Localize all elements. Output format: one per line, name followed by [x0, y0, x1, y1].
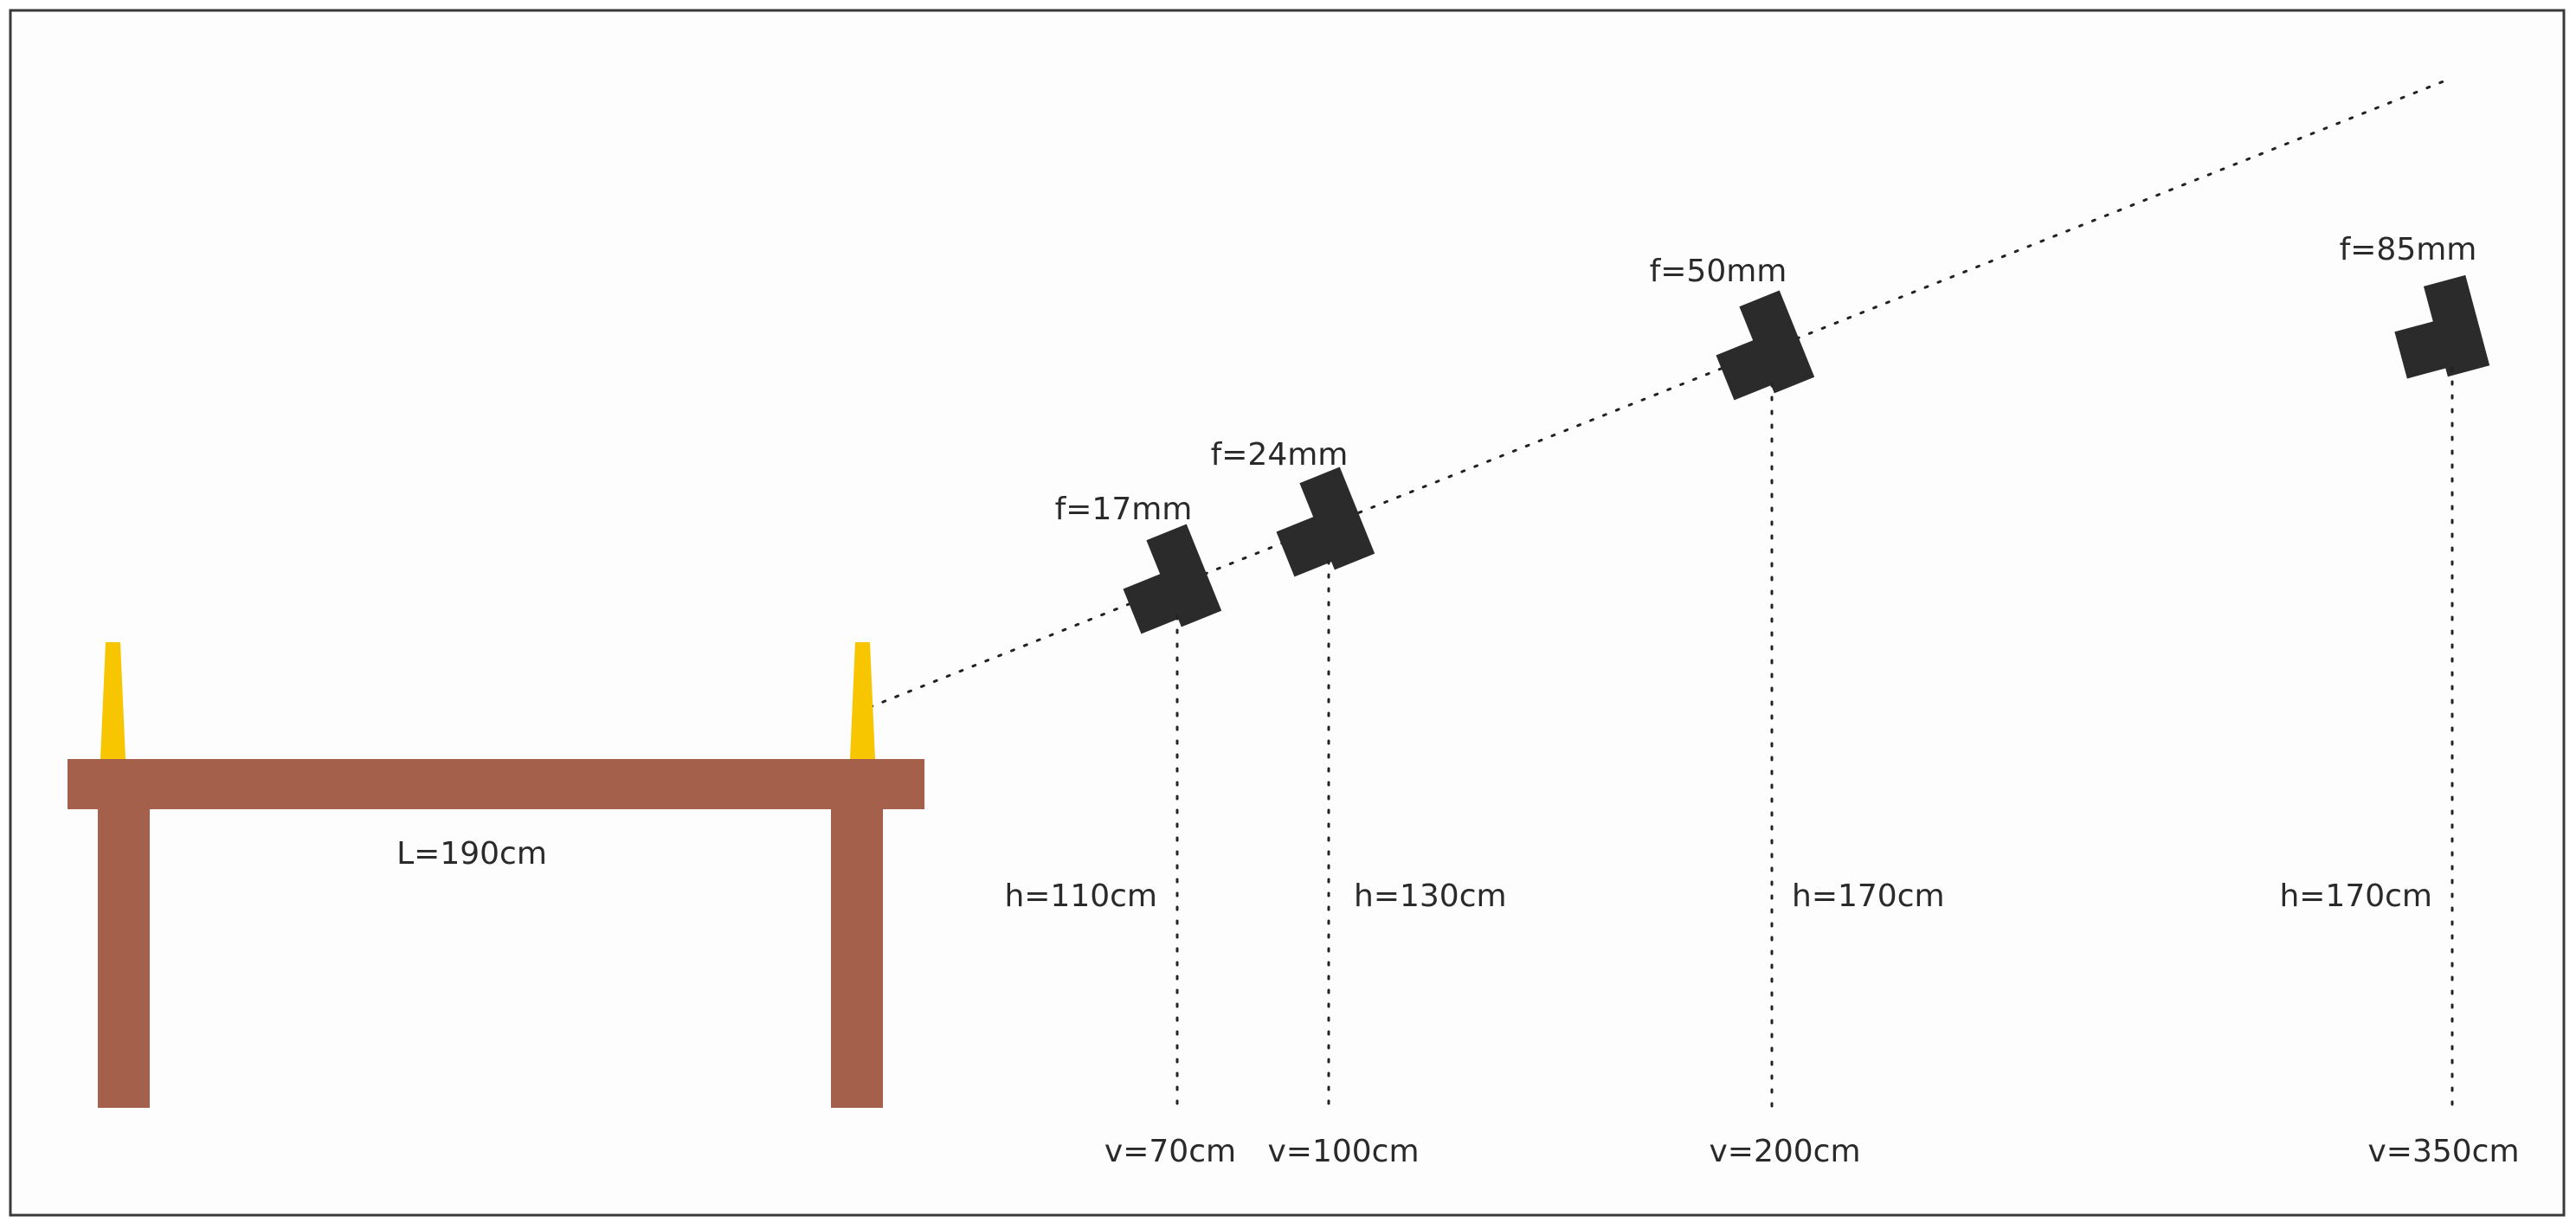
candle-icon: [850, 642, 875, 759]
camera-2-focal-label: f=24mm: [1211, 437, 1349, 473]
camera-2-distance-label: v=100cm: [1267, 1134, 1419, 1169]
camera-4-height-label: h=170cm: [2279, 878, 2432, 914]
camera-4-distance-label: v=350cm: [2367, 1134, 2519, 1169]
table-leg-left: [98, 809, 150, 1108]
camera-1: f=17mm h=110cm v=70cm: [1004, 492, 1236, 1169]
table-leg-right: [831, 809, 883, 1108]
camera-3-distance-label: v=200cm: [1709, 1134, 1860, 1169]
camera-2: f=24mm h=130cm v=100cm: [1211, 437, 1507, 1169]
table-top: [68, 759, 924, 809]
candle-icon: [100, 642, 126, 759]
camera-icon: [1716, 290, 1815, 401]
table: [68, 759, 924, 1108]
camera-2-height-label: h=130cm: [1354, 878, 1507, 914]
camera-4-focal-label: f=85mm: [2340, 232, 2477, 267]
camera-4: f=85mm h=170cm v=350cm: [2279, 232, 2519, 1169]
camera-icon: [1276, 467, 1375, 577]
camera-icon: [1123, 524, 1222, 634]
camera-3-height-label: h=170cm: [1792, 878, 1945, 914]
camera-1-focal-label: f=17mm: [1055, 492, 1193, 527]
diagram-frame: [9, 9, 2566, 1217]
camera-3: f=50mm h=170cm v=200cm: [1650, 254, 1945, 1169]
camera-3-focal-label: f=50mm: [1650, 254, 1787, 289]
camera-1-distance-label: v=70cm: [1104, 1134, 1236, 1169]
line-of-sight: [868, 78, 2450, 709]
camera-icon: [2394, 274, 2490, 379]
camera-1-height-label: h=110cm: [1004, 878, 1157, 914]
table-length-label: L=190cm: [396, 836, 547, 872]
